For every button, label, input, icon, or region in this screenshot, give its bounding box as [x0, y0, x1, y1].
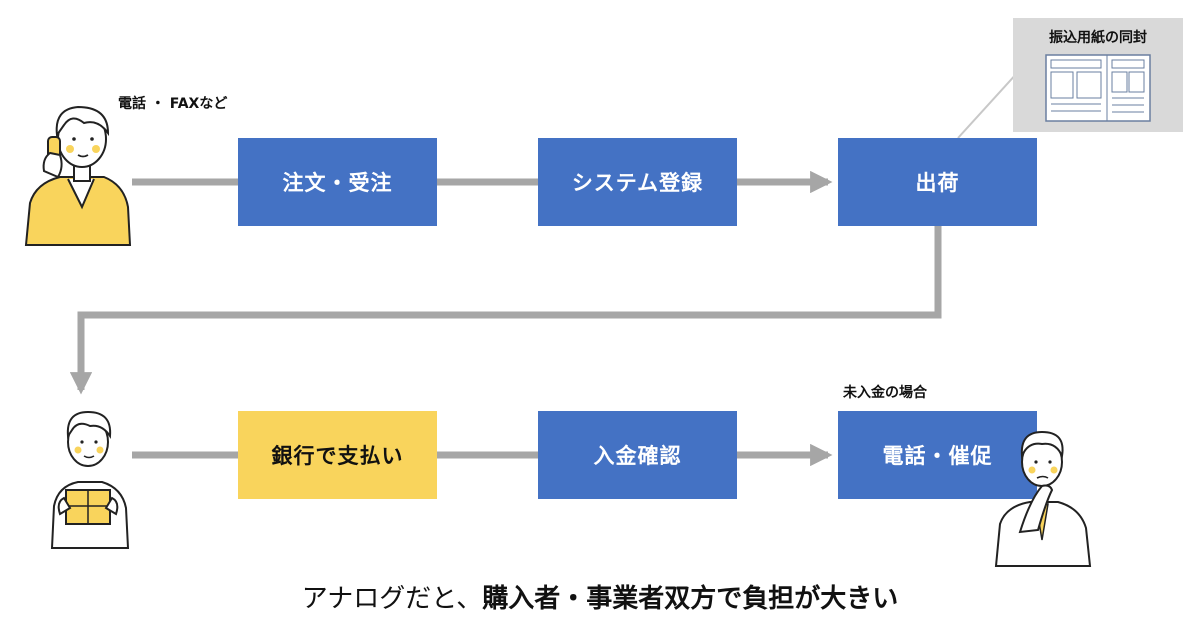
customer-on-phone-icon: [24, 105, 132, 246]
enclosure-callout: 振込用紙の同封: [1013, 18, 1183, 132]
payment-confirmation-box: 入金確認: [538, 411, 737, 499]
buyer-with-parcel-icon: [50, 410, 130, 549]
shipping-label: 出荷: [915, 171, 960, 195]
summary-caption-lead: アナログだと、: [301, 584, 483, 614]
system-registration-box: システム登録: [538, 138, 737, 226]
summary-caption-emphasis: 購入者・事業者双方で負担が大きい: [482, 584, 899, 614]
system-registration-label: システム登録: [571, 171, 704, 195]
unpaid-case-label: 未入金の場合: [843, 385, 927, 401]
enclosure-callout-line: [957, 71, 1019, 139]
order-box: 注文・受注: [238, 138, 437, 226]
arrow-ship-to-buyer: [69, 226, 942, 395]
phone-fax-label: 電話 ・ FAXなど: [118, 96, 228, 112]
reminder-call-label: 電話・催促: [882, 444, 993, 468]
reminder-call-box: 電話・催促: [838, 411, 1037, 499]
seller-thinking-icon: [994, 430, 1092, 567]
payment-slip-icon: [1045, 54, 1151, 122]
enclosure-title: 振込用紙の同封: [1049, 30, 1147, 46]
payment-confirmation-label: 入金確認: [593, 444, 682, 468]
bank-payment-label: 銀行で支払い: [271, 444, 404, 468]
order-box-label: 注文・受注: [282, 171, 393, 195]
shipping-box: 出荷: [838, 138, 1037, 226]
summary-caption: アナログだと、購入者・事業者双方で負担が大きい: [0, 578, 1200, 615]
bank-payment-box: 銀行で支払い: [238, 411, 437, 499]
